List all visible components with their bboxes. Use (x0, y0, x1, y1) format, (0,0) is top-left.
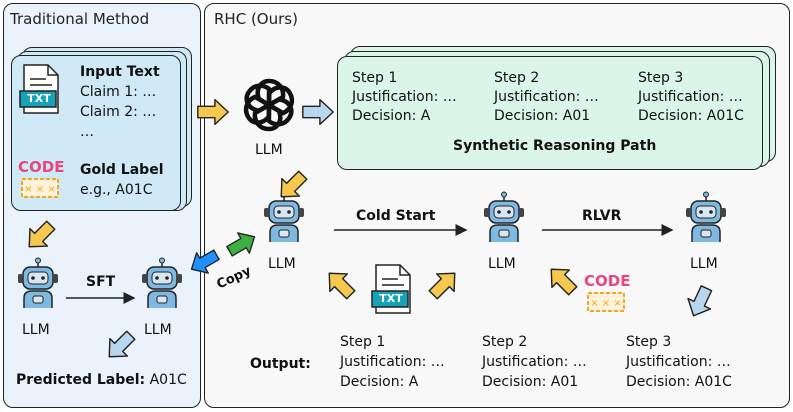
robot-icon (140, 257, 184, 310)
out-step-2-decision: Decision: A01 (482, 374, 579, 390)
rhc-base-llm-label: LLM (268, 256, 296, 272)
rlvr-llm-label: LLM (690, 256, 718, 272)
base-llm-label: LLM (22, 322, 50, 338)
svg-text:× × ×: × × × (24, 184, 56, 195)
out-step-3-justification: Justification: … (626, 354, 731, 370)
robot-icon (482, 191, 526, 244)
syn-step-1-decision: Decision: A (352, 108, 431, 124)
synthetic-reasoning-caption: Synthetic Reasoning Path (453, 138, 657, 154)
svg-text:× × ×: × × × (590, 298, 622, 309)
syn-step-3-decision: Decision: A01C (638, 108, 744, 124)
claim-1: Claim 1: … (80, 84, 157, 100)
arrow-rlvr-llm-to-output (681, 282, 719, 322)
out-step-3: Step 3 (626, 334, 672, 350)
out-step-2: Step 2 (482, 334, 528, 350)
arrow-input-to-base-llm (19, 215, 61, 257)
code-icon: CODE × × × (18, 158, 66, 200)
rhc-title: RHC (Ours) (214, 10, 298, 28)
predicted-label: Predicted Label: A01C (16, 372, 187, 389)
sft-label: SFT (86, 274, 116, 290)
cold-start-llm-label: LLM (488, 256, 516, 272)
arrow-code-to-cold-start-llm (541, 259, 583, 301)
copy-arrow-blue (185, 243, 223, 281)
predicted-label-key: Predicted Label: (16, 372, 146, 388)
gpt-llm-label: LLM (255, 142, 283, 158)
txt-icon-label: TXT (27, 92, 51, 105)
cold-start-label: Cold Start (356, 208, 436, 224)
syn-step-3: Step 3 (638, 70, 684, 86)
copy-arrow-green (223, 225, 261, 263)
input-text-title: Input Text (80, 64, 160, 80)
gold-label-example: e.g., A01C (80, 182, 153, 198)
syn-step-1: Step 1 (352, 70, 398, 86)
syn-step-3-justification: Justification: … (638, 89, 743, 105)
arrow-txt-to-base-llm (319, 263, 361, 305)
code-icon: CODE × × × (584, 272, 632, 314)
txt-file-icon: TXT (370, 263, 416, 315)
out-step-3-decision: Decision: A01C (626, 374, 732, 390)
out-step-2-justification: Justification: … (482, 354, 587, 370)
traditional-method-title: Traditional Method (10, 10, 150, 28)
out-step-1: Step 1 (340, 334, 386, 350)
out-step-1-justification: Justification: … (340, 354, 445, 370)
synthetic-reasoning-card (337, 56, 763, 170)
claims-ellipsis: … (80, 124, 94, 140)
txt-icon-label: TXT (379, 292, 403, 305)
rlvr-label: RLVR (582, 208, 622, 224)
robot-icon (684, 191, 728, 244)
syn-step-1-justification: Justification: … (352, 89, 457, 105)
arrow-txt-to-cold-start-llm (423, 263, 465, 305)
syn-step-2-justification: Justification: … (494, 89, 599, 105)
sft-llm-label: LLM (144, 322, 172, 338)
gold-label-title: Gold Label (80, 162, 164, 178)
code-icon-label: CODE (584, 272, 631, 290)
txt-file-icon: TXT (18, 63, 64, 115)
syn-step-2-decision: Decision: A01 (494, 108, 591, 124)
arrow-sft-llm-to-prediction (99, 325, 141, 367)
arrow-card-to-gpt (197, 98, 229, 126)
syn-step-2: Step 2 (494, 70, 540, 86)
arrow-card-to-llm (271, 165, 313, 207)
code-icon-label: CODE (18, 158, 65, 176)
claim-2: Claim 2: … (80, 104, 157, 120)
predicted-label-value: A01C (149, 372, 187, 388)
out-step-1-decision: Decision: A (340, 374, 419, 390)
openai-logo-icon (237, 73, 301, 137)
output-label: Output: (250, 356, 311, 372)
arrow-gpt-to-card (302, 98, 334, 126)
robot-icon (16, 257, 60, 310)
